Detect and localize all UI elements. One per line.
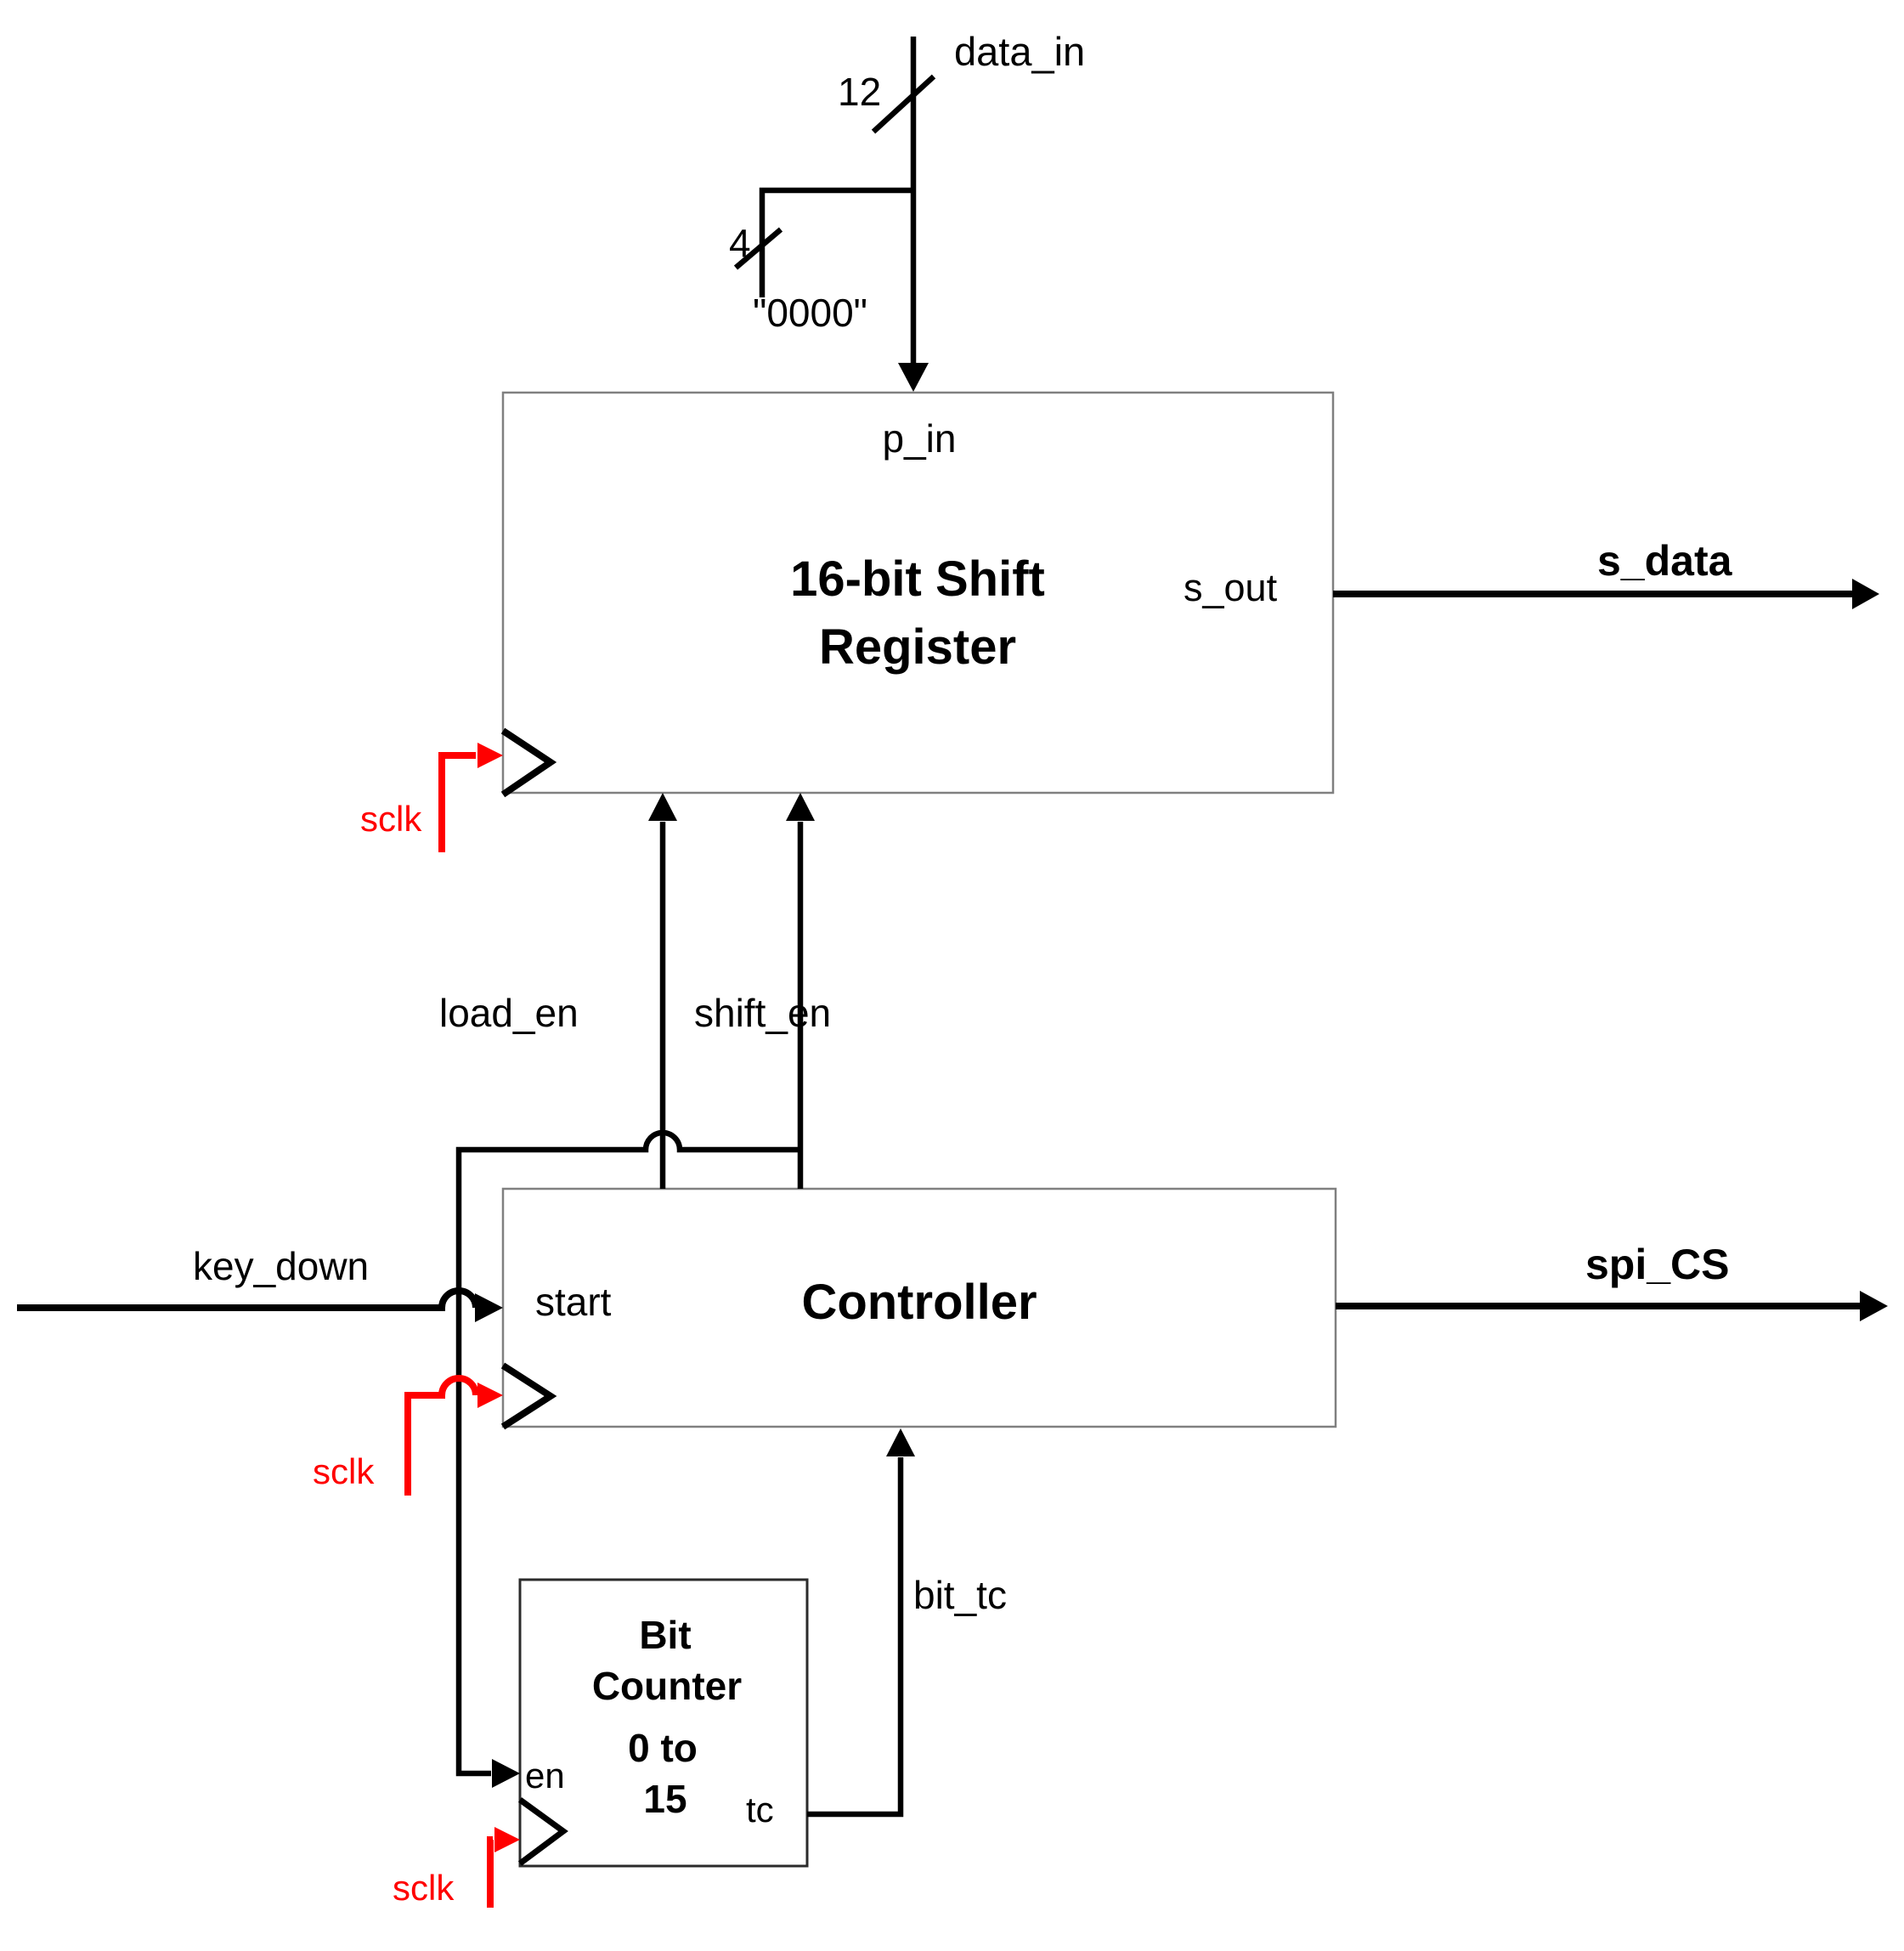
s-data-label: s_data — [1597, 537, 1732, 585]
shift-en-arrowhead-icon — [786, 793, 815, 821]
bit-counter-clock-edge-icon — [517, 1797, 568, 1866]
en-arrowhead-icon — [492, 1759, 520, 1788]
shift-register-clock-edge-icon — [500, 727, 557, 798]
sclk-label-shift-register: sclk — [360, 799, 422, 839]
bit-tc-label: bit_tc — [913, 1573, 1007, 1617]
load-en-label: load_en — [439, 991, 579, 1035]
shift-en-label: shift_en — [694, 991, 832, 1035]
data-in-label: data_in — [954, 29, 1086, 74]
port-s-out-label: s_out — [1184, 566, 1278, 609]
port-p-in-label: p_in — [882, 416, 957, 461]
constant-0000-label: "0000" — [753, 291, 867, 335]
bus-width-12-slash-icon — [871, 74, 936, 134]
bus-width-12-label: 12 — [838, 70, 882, 114]
sclk-arrowhead-bit-counter-icon — [494, 1827, 520, 1852]
sclk-arrowhead-controller-icon — [477, 1383, 503, 1408]
shift-register-title-line1: 16-bit Shift — [790, 551, 1045, 607]
shift-register-title-line2: Register — [818, 619, 1017, 675]
port-en-label: en — [525, 1756, 565, 1795]
spi-cs-arrowhead-icon — [1860, 1291, 1888, 1321]
bit-counter-title-line1: Bit — [639, 1613, 692, 1657]
sclk-label-bit-counter: sclk — [393, 1868, 455, 1908]
bit-counter-range-line1: 0 to — [628, 1726, 698, 1770]
constant-0000-wire — [759, 187, 913, 297]
sclk-wire-controller — [404, 1375, 479, 1496]
sclk-wire-shift-register — [438, 752, 476, 852]
sclk-label-controller: sclk — [313, 1451, 375, 1491]
bit-tc-wire — [807, 1457, 904, 1818]
port-start-label: start — [535, 1280, 612, 1324]
controller-clock-edge-icon — [500, 1362, 557, 1430]
sclk-arrowhead-shift-register-icon — [477, 743, 503, 768]
bit-counter-title-line2: Counter — [591, 1664, 743, 1708]
sclk-wire-bit-counter — [487, 1836, 494, 1908]
key-down-wire — [17, 1287, 479, 1311]
key-down-label: key_down — [193, 1244, 370, 1288]
load-en-arrowhead-icon — [648, 793, 677, 821]
port-tc-label: tc — [746, 1790, 774, 1829]
key-down-arrowhead-icon — [475, 1293, 503, 1322]
shift-register-box — [501, 391, 1335, 795]
shift-en-to-counter-wire — [455, 1129, 800, 1777]
bit-counter-box — [518, 1578, 809, 1868]
bus-width-4-label: 4 — [729, 221, 751, 265]
bit-counter-range-line2: 15 — [643, 1777, 687, 1821]
s-data-arrowhead-icon — [1852, 579, 1879, 609]
bit-tc-arrowhead-icon — [886, 1428, 915, 1456]
spi-cs-label: spi_CS — [1585, 1241, 1730, 1288]
controller-title: Controller — [801, 1275, 1037, 1330]
bus-width-4-slash-icon — [733, 227, 783, 270]
controller-box — [501, 1187, 1337, 1428]
data-in-arrowhead-icon — [898, 363, 929, 392]
